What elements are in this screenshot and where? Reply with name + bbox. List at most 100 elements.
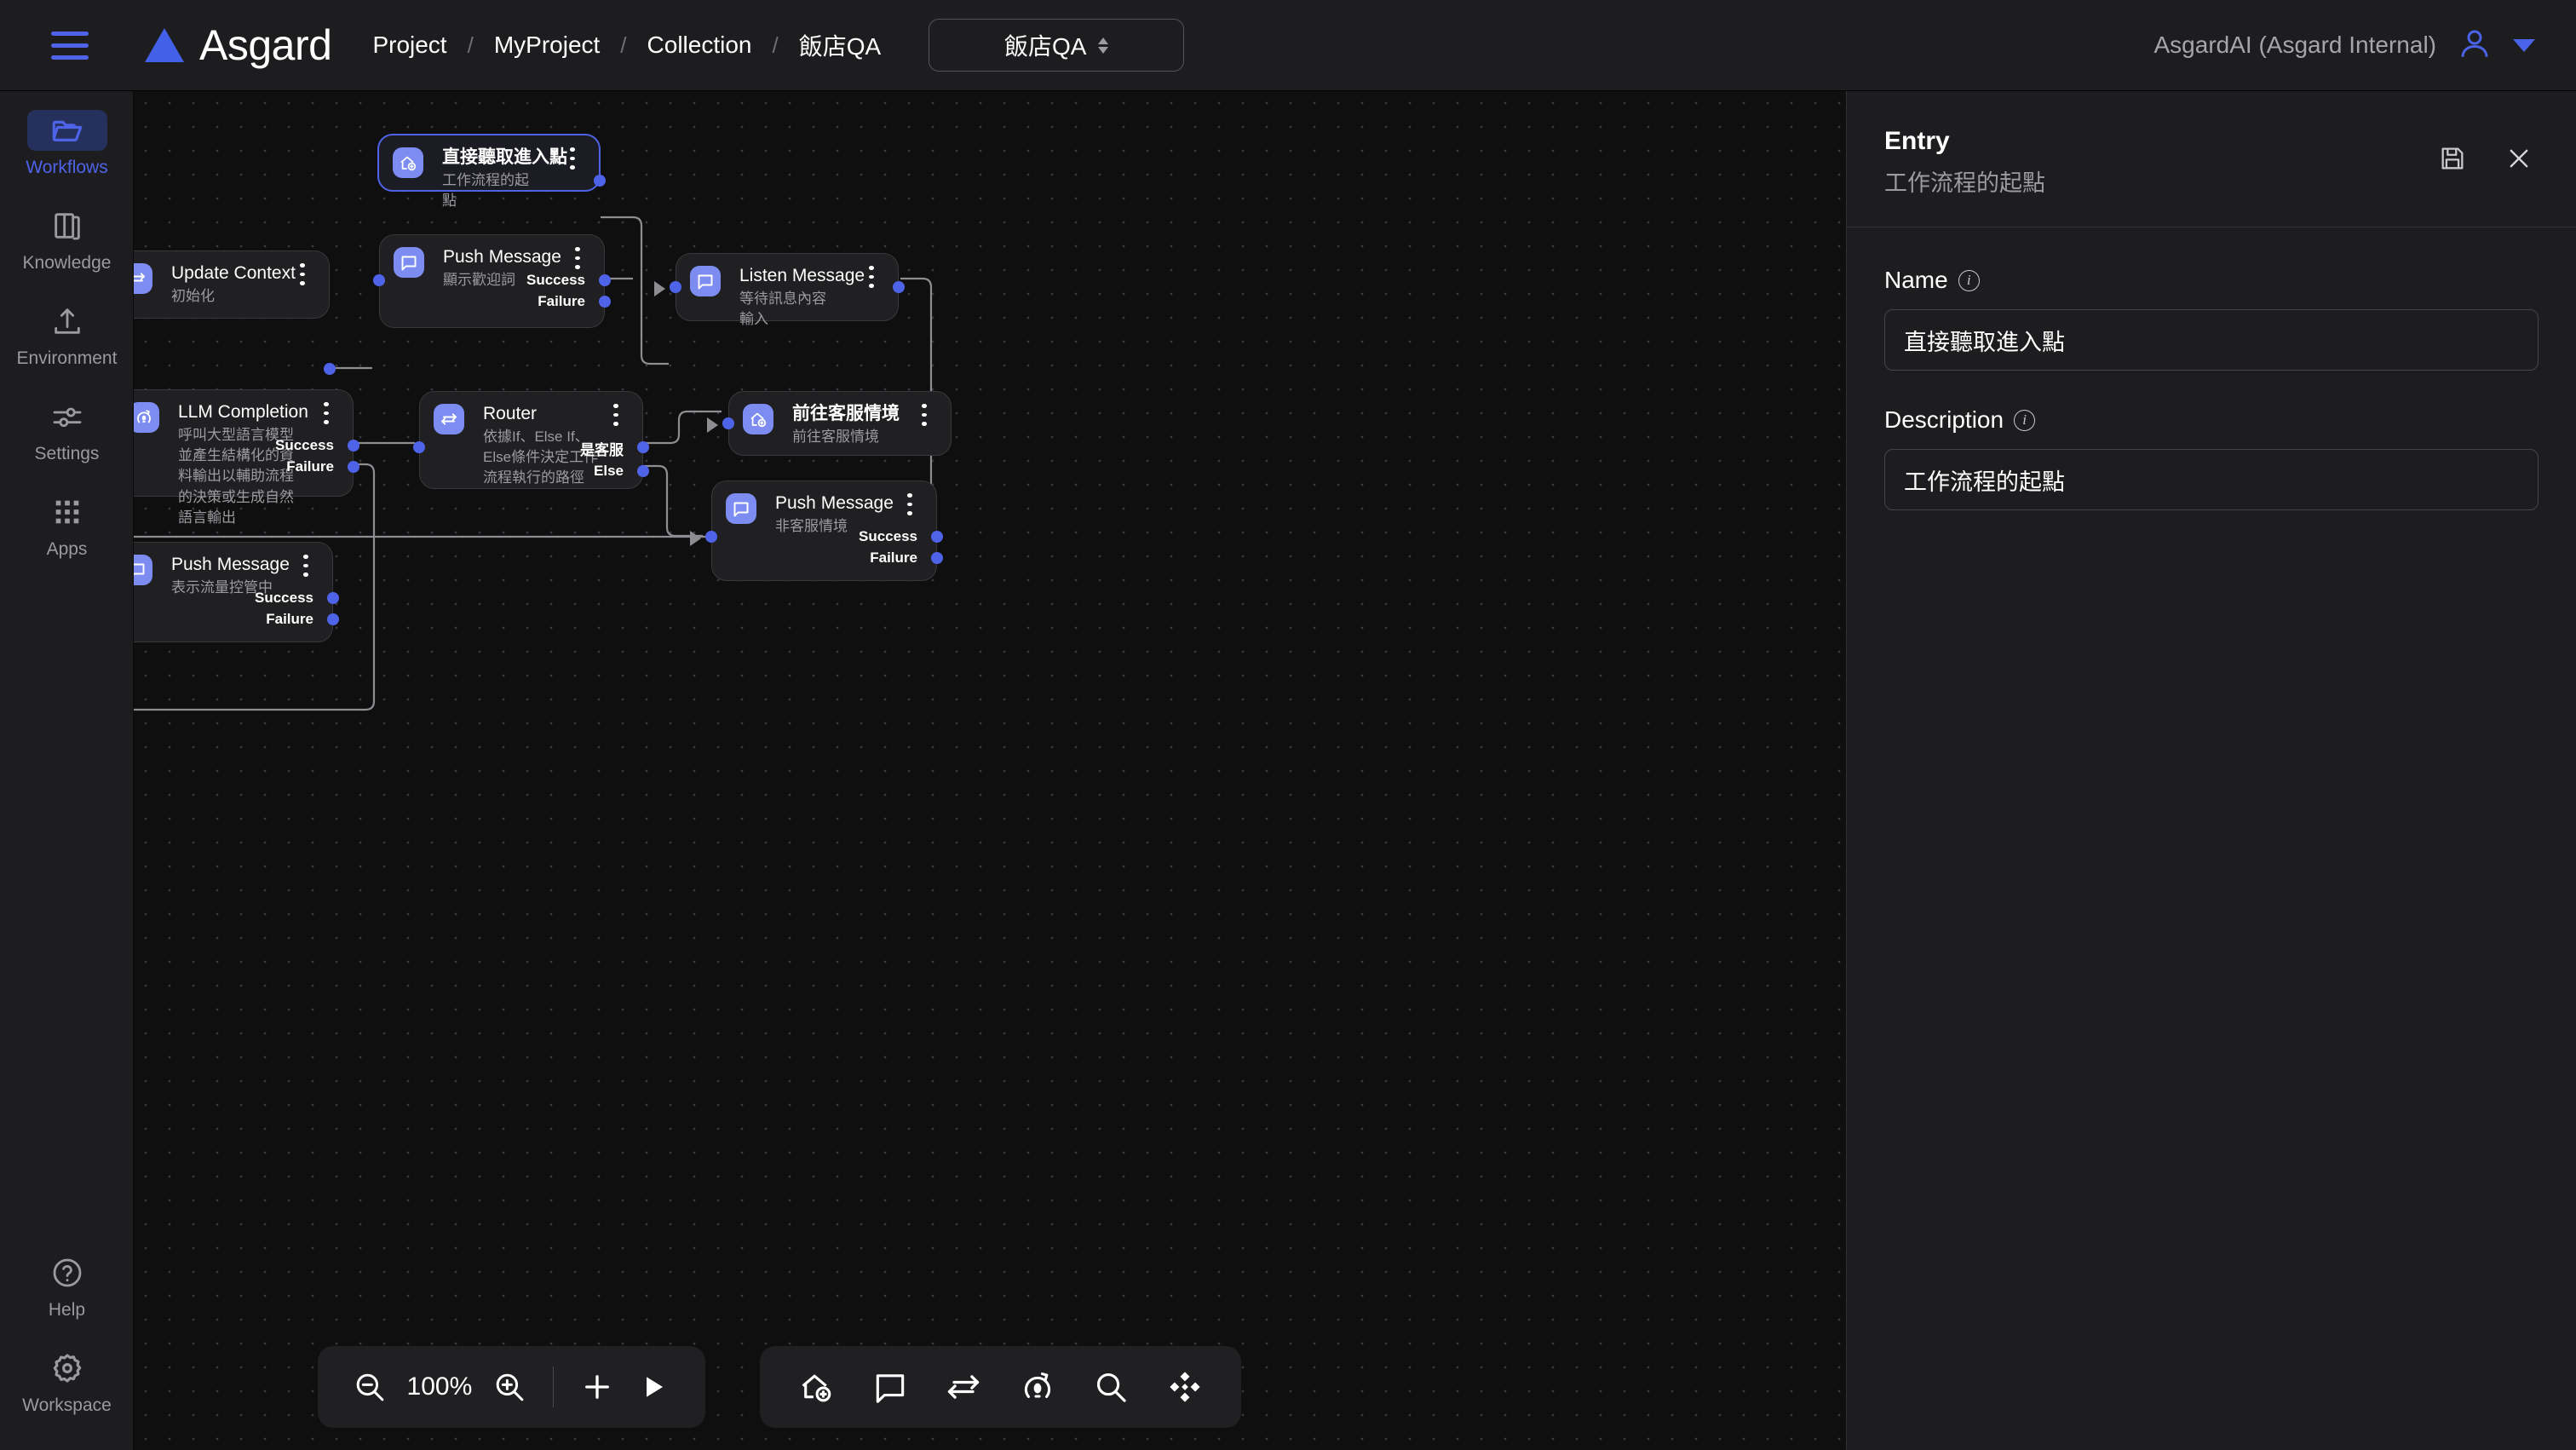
node-header: Push Message 表示流量控管中 <box>134 555 319 598</box>
node-text: Listen Message 等待訊息內容輸入 <box>739 266 865 330</box>
user-avatar-icon <box>2457 26 2493 66</box>
workflow-node-goto-service[interactable]: 前往客服情境 前往客服情境 <box>707 391 952 456</box>
workflow-node-listen-message[interactable]: Listen Message 等待訊息內容輸入 <box>654 253 905 327</box>
palette-swap-arrows-icon[interactable] <box>929 1355 998 1419</box>
node-output-port-success[interactable] <box>931 531 943 543</box>
palette-move-diamond-icon[interactable] <box>1151 1355 1219 1419</box>
workflow-canvas[interactable]: 直接聽取進入點 工作流程的起點 Update Context 初始化 <box>134 91 1846 1450</box>
brand-logo[interactable]: Asgard <box>145 24 332 66</box>
node-text: Router 依據If、Else If、Else條件決定工作流程執行的路徑 <box>483 404 598 489</box>
breadcrumb-item-collection[interactable]: Collection <box>647 32 752 58</box>
info-icon[interactable]: i <box>1958 269 1980 291</box>
node-header: LLM Completion 呼叫大型語言模型並產生結構化的資料輸出以輔助流程的… <box>134 402 339 528</box>
close-icon[interactable] <box>2503 142 2535 175</box>
chat-bubble-icon <box>134 555 152 585</box>
account-menu[interactable]: AsgardAI (Asgard Internal) <box>2154 26 2535 66</box>
description-field-label: Description i <box>1884 406 2539 434</box>
breadcrumb-item-myproject[interactable]: MyProject <box>493 32 601 58</box>
chevron-updown-icon <box>1098 37 1109 54</box>
node-output-port-success[interactable] <box>327 592 339 604</box>
node-text: Push Message 非客服情境 <box>775 493 894 537</box>
inspector-body: Name i Description i <box>1847 227 2576 546</box>
palette-home-plus-icon[interactable] <box>782 1355 850 1419</box>
node-output-port-success[interactable] <box>348 440 359 452</box>
breadcrumb-item-project[interactable]: Project <box>372 32 447 58</box>
sidebar-item-label: Environment <box>16 348 118 368</box>
add-node-plus-icon[interactable] <box>569 1355 625 1419</box>
node-output-port-success[interactable] <box>599 274 611 286</box>
node-output-port[interactable] <box>594 175 606 187</box>
breadcrumb-separator: / <box>772 32 779 58</box>
info-icon[interactable]: i <box>2014 409 2036 431</box>
node-output-port-failure[interactable] <box>599 296 611 308</box>
zoom-toolbar: 100% <box>318 1346 705 1428</box>
inspector-heading-text: Entry 工作流程的起點 <box>1884 127 2436 198</box>
sidebar-item-workspace[interactable]: Workspace <box>0 1329 134 1424</box>
node-output-label-else: Else <box>594 463 624 479</box>
swap-arrows-icon <box>134 263 152 294</box>
node-menu-icon[interactable] <box>859 266 884 289</box>
collection-select-value: 飯店QA <box>1003 33 1087 60</box>
zoom-out-icon[interactable] <box>342 1355 398 1419</box>
node-output-port-else[interactable] <box>637 465 649 477</box>
description-input[interactable] <box>1884 449 2539 510</box>
workflow-node-update-context[interactable]: Update Context 初始化 <box>134 250 336 375</box>
run-play-icon[interactable] <box>625 1355 681 1419</box>
node-menu-icon[interactable] <box>911 404 937 427</box>
palette-chat-bubble-icon[interactable] <box>856 1355 924 1419</box>
home-plus-icon <box>743 404 773 434</box>
breadcrumb-separator: / <box>620 32 627 58</box>
zoom-in-icon[interactable] <box>481 1355 538 1419</box>
node-output-port-service[interactable] <box>637 441 649 453</box>
collection-select[interactable]: 飯店QA <box>929 19 1185 72</box>
workflow-node-push-throttle[interactable]: Push Message 表示流量控管中 Success Failure <box>134 542 339 642</box>
hamburger-line <box>51 55 89 60</box>
node-menu-icon[interactable] <box>603 404 629 427</box>
hamburger-line <box>51 31 89 36</box>
node-menu-icon[interactable] <box>560 147 585 170</box>
save-disk-icon[interactable] <box>2436 142 2469 175</box>
grid-dots-icon <box>27 492 107 532</box>
sidebar-item-settings[interactable]: Settings <box>0 377 134 473</box>
node-output-port[interactable] <box>893 281 905 293</box>
node-output-port-failure[interactable] <box>327 613 339 625</box>
node-menu-icon[interactable] <box>565 247 590 270</box>
workflow-node-push-welcome[interactable]: Push Message 顯示歡迎詞 Success Failure <box>373 234 611 328</box>
sidebar-item-environment[interactable]: Environment <box>0 282 134 377</box>
description-label-text: Description <box>1884 406 2004 433</box>
node-input-port[interactable] <box>670 281 681 293</box>
node-input-port[interactable] <box>722 417 734 429</box>
node-input-port[interactable] <box>705 531 717 543</box>
sidebar-item-workflows[interactable]: Workflows <box>0 91 134 187</box>
breadcrumb-item-current[interactable]: 飯店QA <box>798 33 882 60</box>
inspector-subtitle: 工作流程的起點 <box>1884 170 2045 196</box>
sidebar-item-help[interactable]: Help <box>0 1234 134 1329</box>
sidebar-item-knowledge[interactable]: Knowledge <box>0 187 134 282</box>
node-input-port[interactable] <box>413 441 425 453</box>
node-text: Update Context 初始化 <box>171 263 296 307</box>
workflow-node-router[interactable]: Router 依據If、Else If、Else條件決定工作流程執行的路徑 是客… <box>413 391 649 489</box>
node-text: 前往客服情境 前往客服情境 <box>792 404 900 447</box>
node-subtitle: 非客服情境 <box>775 518 848 535</box>
node-menu-icon[interactable] <box>313 402 339 425</box>
workflow-node-push-nonservice[interactable]: Push Message 非客服情境 Success Failure <box>690 480 943 581</box>
chat-bubble-icon <box>726 493 756 524</box>
node-input-port[interactable] <box>373 274 385 286</box>
palette-search-icon[interactable] <box>1077 1355 1145 1419</box>
sidebar-item-apps[interactable]: Apps <box>0 473 134 568</box>
node-output-port-failure[interactable] <box>348 461 359 473</box>
node-menu-icon[interactable] <box>897 493 923 516</box>
hamburger-menu-icon[interactable] <box>51 26 99 64</box>
node-subtitle: 呼叫大型語言模型並產生結構化的資料輸出以輔助流程的決策或生成自然語言輸出 <box>178 427 294 526</box>
node-output-label-success: Success <box>526 272 585 288</box>
node-output-port-failure[interactable] <box>931 552 943 564</box>
node-text: Push Message 表示流量控管中 <box>171 555 290 598</box>
node-output-label-success: Success <box>859 528 917 544</box>
node-menu-icon[interactable] <box>290 263 315 286</box>
name-input[interactable] <box>1884 309 2539 371</box>
workflow-node-entry[interactable]: 直接聽取進入點 工作流程的起點 <box>377 134 606 209</box>
workflow-node-llm-completion[interactable]: LLM Completion 呼叫大型語言模型並產生結構化的資料輸出以輔助流程的… <box>134 389 359 526</box>
node-menu-icon[interactable] <box>293 555 319 578</box>
node-output-port[interactable] <box>324 363 336 375</box>
palette-llm-bulb-icon[interactable] <box>1003 1355 1072 1419</box>
